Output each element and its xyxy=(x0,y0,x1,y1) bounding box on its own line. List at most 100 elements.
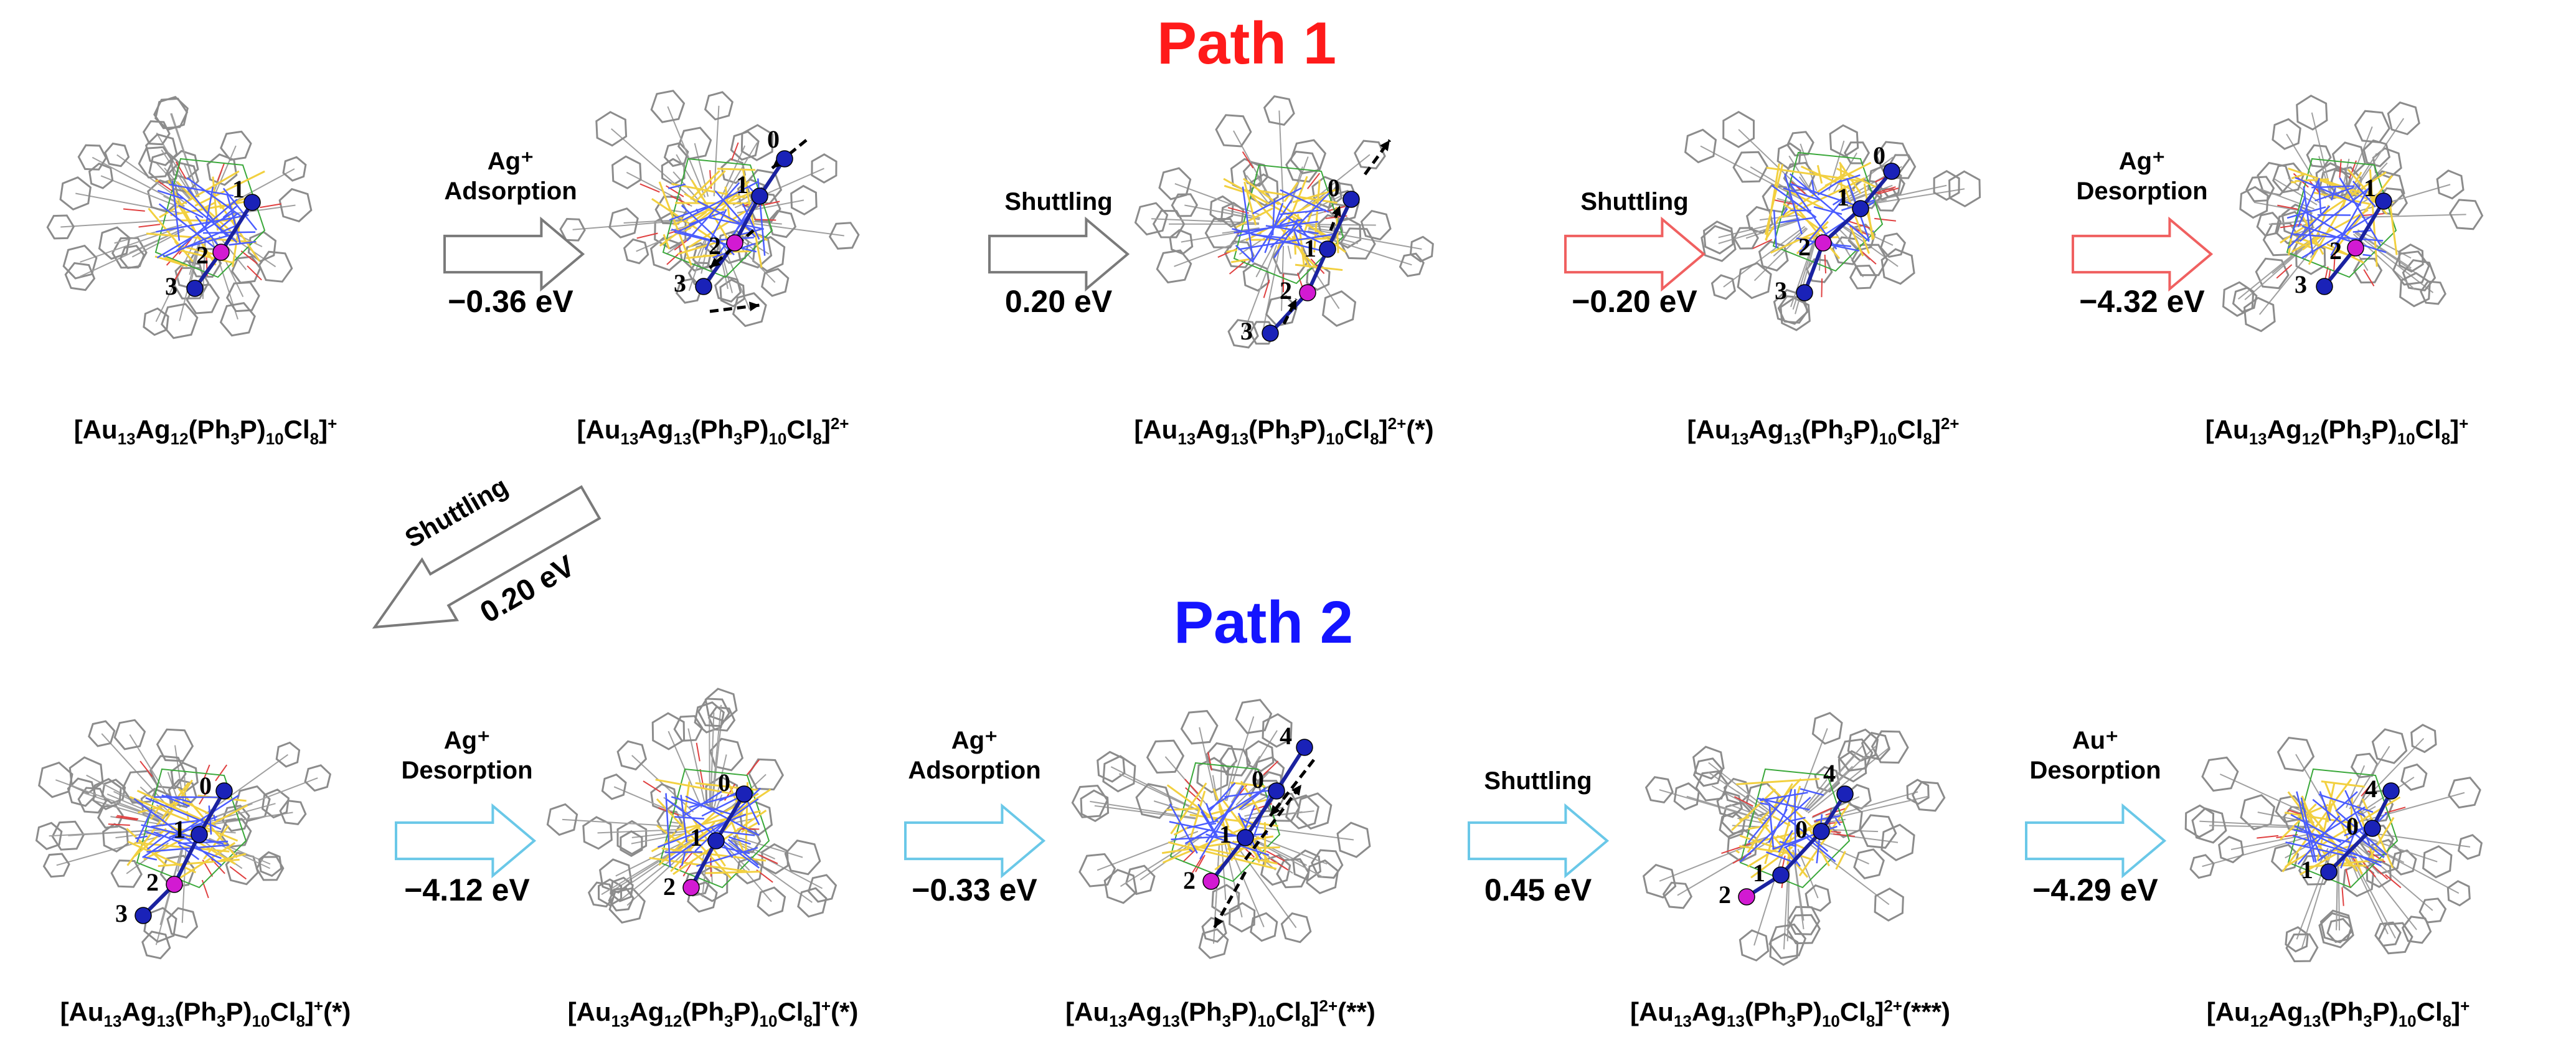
formula-part: ] xyxy=(1932,415,1941,444)
formula-part: 10 xyxy=(2398,1011,2417,1031)
formula-part: ] xyxy=(319,415,328,444)
formula-part: ] xyxy=(2450,415,2460,444)
atom-label: 1 xyxy=(1304,234,1316,262)
formula-part: + xyxy=(328,414,337,433)
formula-part: 3 xyxy=(230,429,240,448)
step-energy: −0.33 eV xyxy=(912,873,1037,907)
atom-label: 2 xyxy=(709,232,721,260)
atom-label: 4 xyxy=(1280,722,1292,750)
formula-part: 13 xyxy=(2303,1011,2321,1031)
atom-label: 4 xyxy=(1823,759,1836,787)
atom-label: 1 xyxy=(2364,174,2376,202)
reaction-arrow xyxy=(904,803,1046,879)
formula-part: + xyxy=(2460,996,2470,1015)
step-energy: −4.32 eV xyxy=(2079,284,2205,319)
atom-label: 0 xyxy=(767,125,780,153)
atom-label: 0 xyxy=(1328,174,1340,202)
cluster-formula: [Au13Ag13(Ph3P)10Cl8]2+(**) xyxy=(1065,996,1375,1031)
formula-part: [Au xyxy=(73,415,118,444)
cluster-formula: [Au13Ag13(Ph3P)10Cl8]+(*) xyxy=(60,996,351,1031)
step-energy: 0.20 eV xyxy=(1004,284,1113,319)
atom-label: 1 xyxy=(1219,820,1232,848)
formula-part: P) xyxy=(1852,415,1879,444)
cluster-formula: [Au13Ag12(Ph3P)10Cl8]+ xyxy=(74,414,337,448)
formula-part: 8 xyxy=(1866,1011,1875,1031)
step-label: Ag⁺Desorption xyxy=(401,726,532,785)
formula-part: (Ph xyxy=(2321,997,2364,1026)
formula-part: ] xyxy=(1875,997,1884,1026)
formula-part: [Au xyxy=(60,997,104,1026)
path-2-title: Path 2 xyxy=(1174,589,1354,656)
step-label: Shuttling xyxy=(1004,187,1112,217)
formula-part: 2+ xyxy=(1884,996,1902,1015)
reaction-arrow xyxy=(988,216,1130,292)
formula-part: 3 xyxy=(2362,429,2371,448)
formula-part: 8 xyxy=(296,1011,305,1031)
formula-part: 13 xyxy=(611,1011,630,1031)
atom-label: 2 xyxy=(1280,277,1292,305)
atom-label: 4 xyxy=(2365,775,2377,803)
cluster-structure-path1: 123 xyxy=(46,96,313,339)
path-1-title: Path 1 xyxy=(1157,10,1337,77)
atom-label: 0 xyxy=(1873,141,1885,169)
cluster-formula: [Au13Ag13(Ph3P)10Cl8]2+ xyxy=(577,414,849,448)
atom-label: 2 xyxy=(146,868,159,896)
step-label-line: Desorption xyxy=(2076,177,2208,205)
formula-part: [Au xyxy=(2206,997,2250,1026)
atom-label: 1 xyxy=(232,175,245,203)
reaction-arrow xyxy=(443,216,585,292)
cluster-formula: [Au13Ag13(Ph3P)10Cl8]2+(***) xyxy=(1630,996,1950,1031)
formula-part: 8 xyxy=(309,429,319,448)
formula-part: (Ph xyxy=(1801,415,1844,444)
formula-part: Cl xyxy=(1275,997,1302,1026)
formula-part: (Ph xyxy=(1179,997,1222,1026)
step-label: Au⁺Desorption xyxy=(2029,726,2161,785)
formula-part: (Ph xyxy=(1248,415,1291,444)
atom-label: 3 xyxy=(115,899,128,927)
formula-part: 3 xyxy=(1222,1011,1232,1031)
formula-part: [Au xyxy=(1687,415,1731,444)
atom-label: 1 xyxy=(173,815,186,843)
formula-part: (*) xyxy=(1406,415,1434,444)
step-energy: −0.20 eV xyxy=(1572,284,1697,319)
atom-label: 3 xyxy=(2295,270,2307,298)
formula-part: 13 xyxy=(1109,1011,1128,1031)
formula-part: 10 xyxy=(759,1011,778,1031)
formula-part: ] xyxy=(304,997,314,1026)
atom-label: 1 xyxy=(1837,183,1849,211)
atom-label: 3 xyxy=(1775,277,1787,305)
formula-part: P) xyxy=(2372,997,2399,1026)
formula-part: 12 xyxy=(170,429,189,448)
reaction-arrow xyxy=(1468,803,1610,879)
formula-part: ] xyxy=(812,997,821,1026)
formula-part: Ag xyxy=(121,997,157,1026)
formula-part: Ag xyxy=(1691,997,1727,1026)
formula-part: + xyxy=(821,996,831,1015)
formula-part: 12 xyxy=(2301,429,2320,448)
cluster-structure-path1: 123 xyxy=(2222,94,2484,333)
step-label: Shuttling xyxy=(1484,766,1592,796)
formula-part: Ag xyxy=(1196,415,1231,444)
cluster-formula: [Au12Ag13(Ph3P)10Cl8]+ xyxy=(2207,996,2470,1031)
formula-part: + xyxy=(313,996,324,1015)
formula-part: (Ph xyxy=(2319,415,2362,444)
cluster-structure-path2: 401 xyxy=(2184,724,2483,963)
formula-part: 13 xyxy=(1783,429,1802,448)
formula-part: 8 xyxy=(1370,429,1379,448)
formula-part: 2+ xyxy=(1387,414,1407,433)
formula-part: + xyxy=(2459,414,2469,433)
formula-part: 10 xyxy=(265,429,284,448)
formula-part: 13 xyxy=(2248,429,2267,448)
step-energy: −4.29 eV xyxy=(2032,873,2158,907)
formula-part: (Ph xyxy=(174,997,217,1026)
formula-part: 13 xyxy=(673,429,692,448)
formula-part: Cl xyxy=(270,997,296,1026)
formula-part: Ag xyxy=(629,997,664,1026)
formula-part: Cl xyxy=(2416,997,2443,1026)
